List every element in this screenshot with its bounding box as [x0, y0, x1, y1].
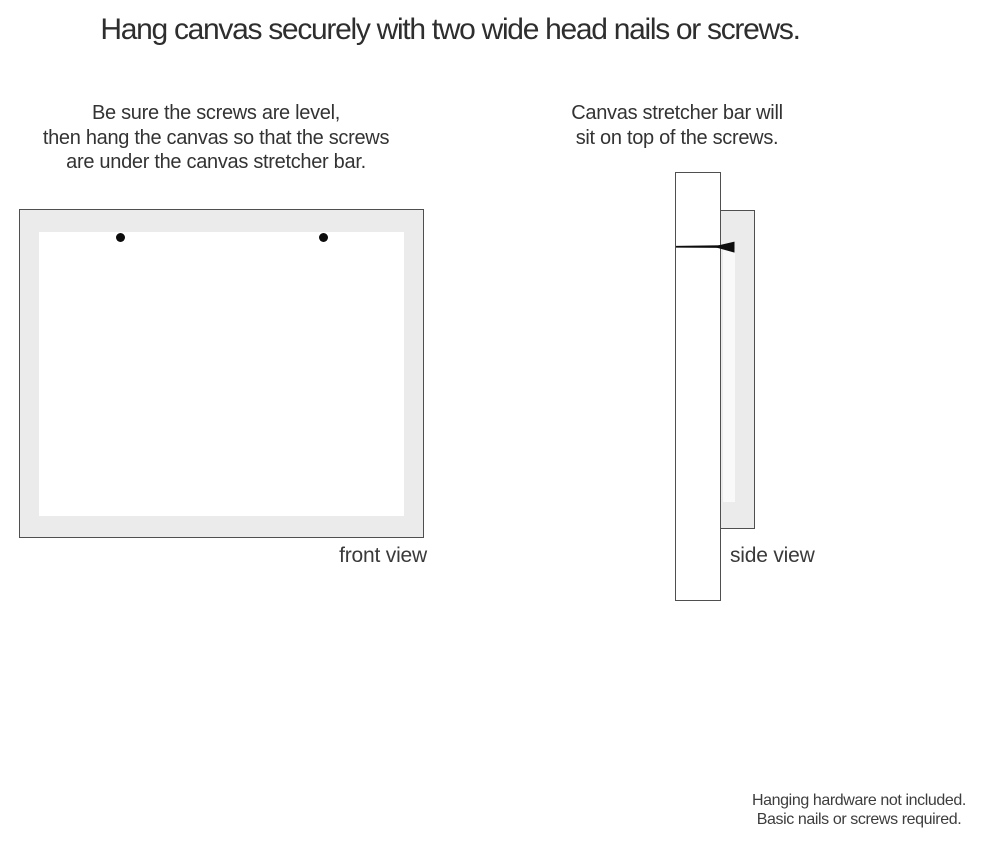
side-view-instructions: Canvas stretcher bar will sit on top of … — [527, 101, 827, 150]
front-view-canvas-face — [39, 232, 404, 516]
hardware-footer-note: Hanging hardware not included. Basic nai… — [709, 791, 990, 829]
side-view-label: side view — [730, 544, 815, 567]
front-view-label: front view — [339, 544, 427, 567]
instruction-line: sit on top of the screws. — [575, 126, 779, 149]
nail-icon — [676, 241, 735, 253]
screw-right-icon — [319, 233, 328, 242]
front-view-instructions: Be sure the screws are level, then hang … — [0, 101, 432, 175]
instruction-line: are under the canvas stretcher bar. — [66, 151, 366, 173]
side-view-stretcher-bar — [675, 172, 721, 601]
footer-line: Hanging hardware not included. — [752, 792, 966, 809]
footer-line: Basic nails or screws required. — [756, 811, 962, 828]
side-view-canvas-inner-strip — [723, 249, 735, 502]
page-title: Hang canvas securely with two wide head … — [100, 13, 801, 46]
instruction-line: Be sure the screws are level, — [91, 102, 341, 124]
instruction-line: then hang the canvas so that the screws — [42, 126, 390, 149]
screw-left-icon — [116, 233, 125, 242]
instruction-line: Canvas stretcher bar will — [571, 102, 783, 124]
